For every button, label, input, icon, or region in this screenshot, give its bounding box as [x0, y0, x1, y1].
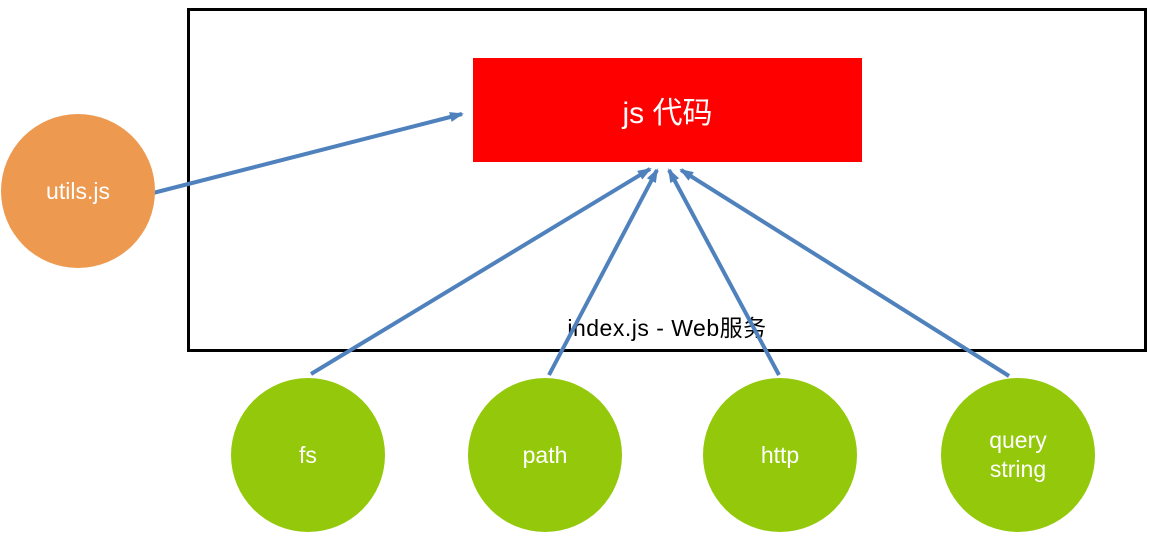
module-node-querystring-label: query string [989, 427, 1047, 482]
module-node-http-label: http [760, 441, 800, 468]
module-node-http: http [703, 378, 857, 532]
utils-js-node: utils.js [1, 114, 155, 268]
module-node-querystring: query string [941, 378, 1095, 532]
module-node-fs-label: fs [299, 441, 317, 468]
module-node-fs: fs [231, 378, 385, 532]
js-code-node-label: js 代码 [622, 97, 713, 130]
utils-js-node-label: utils.js [46, 177, 110, 204]
module-node-path: path [468, 378, 622, 532]
js-code-node: js 代码 [473, 58, 862, 162]
module-node-path-label: path [522, 441, 568, 468]
boundary-box-label: index.js - Web服务 [567, 315, 767, 341]
